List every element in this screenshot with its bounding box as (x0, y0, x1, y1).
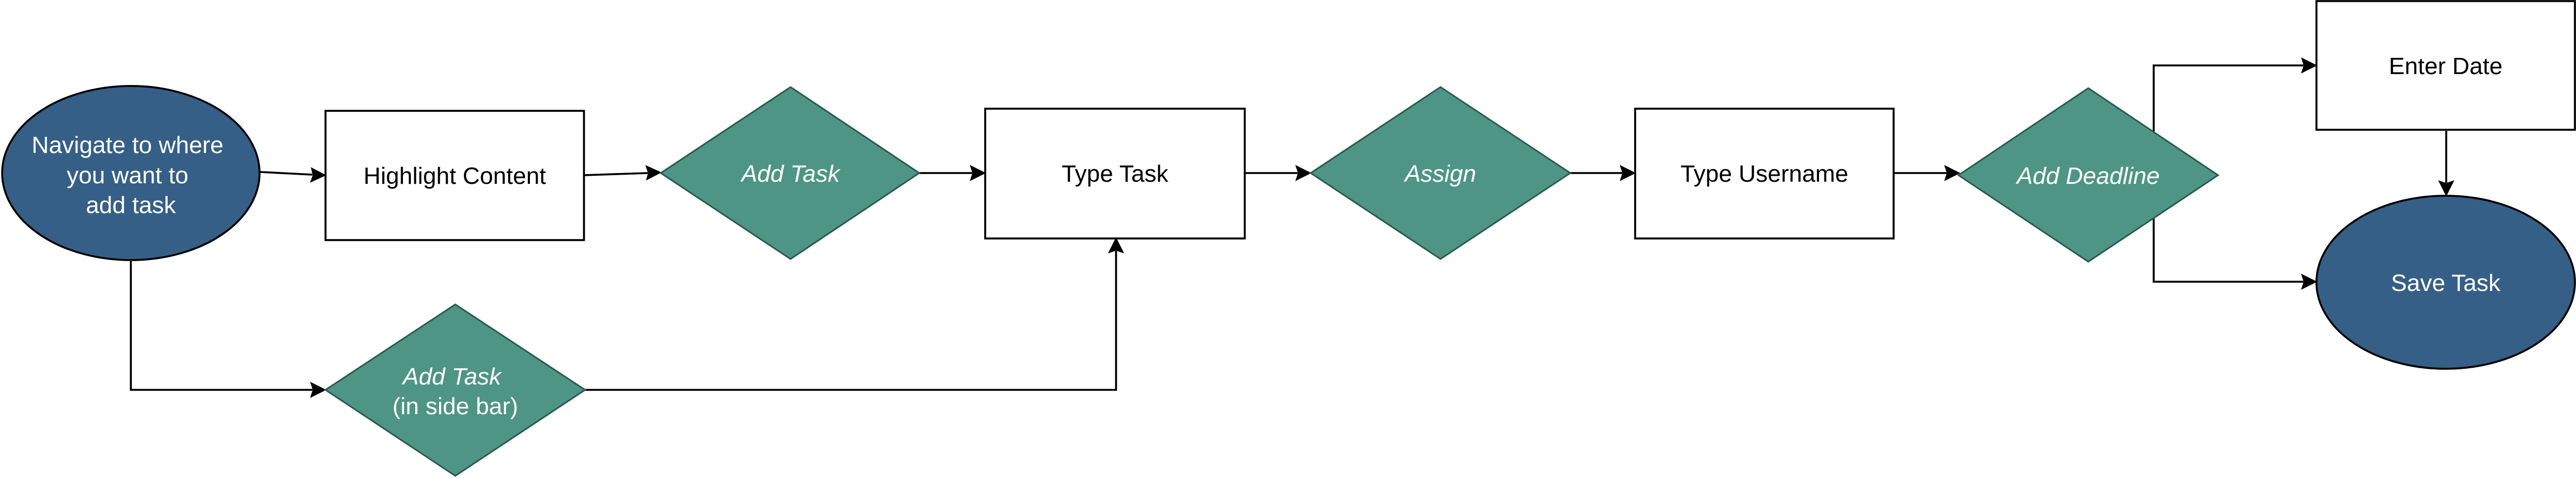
add-task-sidebar-line-1: Add Task (401, 363, 502, 390)
node-enter-date: Enter Date (2315, 0, 2576, 131)
save-task-label: Save Task (2391, 270, 2501, 296)
enter-date-label: Enter Date (2389, 53, 2502, 79)
edge-start-to-highlight (259, 171, 313, 176)
node-type-task: Type Task (984, 108, 1246, 240)
save-task-ellipse (2315, 195, 2576, 370)
start-label: Navigate to where you want to add task (32, 132, 230, 218)
arrowhead-add-deadline-to-enter-date (2301, 57, 2318, 74)
start-label-line-3: add task (86, 192, 176, 218)
start-ellipse (1, 85, 261, 261)
arrowhead-highlight-to-add-task (645, 165, 662, 181)
assign-diamond (1309, 86, 1572, 260)
start-label-line-1: Navigate to where (32, 132, 224, 158)
add-task-diamond (659, 86, 921, 260)
add-task-sidebar-line-2: (in side bar) (393, 393, 518, 420)
add-task-sidebar-label: Add Task (in side bar) (393, 363, 518, 420)
enter-date-box (2315, 0, 2576, 131)
node-type-username: Type Username (1634, 108, 1895, 240)
arrowhead-type-task-to-assign (1295, 165, 1312, 181)
highlight-content-box (324, 110, 585, 241)
add-deadline-diamond (1957, 87, 2220, 263)
node-highlight-content: Highlight Content (324, 110, 585, 241)
type-task-label: Type Task (1061, 161, 1169, 187)
arrowhead-add-task-to-type-task (970, 165, 986, 181)
add-task-label: Add Task (740, 161, 841, 187)
assign-label: Assign (1403, 161, 1476, 187)
node-assign: Assign (1309, 86, 1572, 260)
node-add-task: Add Task (659, 86, 921, 260)
arrowhead-enter-date-to-save-task (2438, 180, 2454, 197)
start-label-line-2: you want to (67, 162, 188, 189)
type-username-box (1634, 108, 1895, 240)
add-task-sidebar-diamond (324, 303, 587, 477)
edge-add-task-sidebar-to-type-task (585, 251, 1117, 391)
arrowhead-start-to-add-task-sidebar (310, 382, 327, 398)
node-save-task: Save Task (2315, 195, 2576, 370)
node-start: Navigate to where you want to add task (1, 85, 261, 261)
edge-add-deadline-to-save-task (2153, 217, 2303, 283)
type-username-label: Type Username (1681, 161, 1849, 187)
add-deadline-label: Add Deadline (2015, 163, 2160, 189)
arrowhead-type-username-to-add-deadline (1944, 165, 1961, 181)
edges (130, 57, 2454, 398)
arrowhead-add-task-sidebar-to-type-task (1108, 237, 1124, 254)
arrowhead-add-deadline-to-save-task (2301, 274, 2318, 290)
arrowhead-assign-to-type-username (1619, 165, 1636, 181)
highlight-content-label: Highlight Content (363, 163, 546, 189)
edge-start-to-add-task-sidebar (130, 261, 313, 391)
edge-add-deadline-to-enter-date (2153, 64, 2303, 131)
edge-highlight-to-add-task (583, 172, 648, 176)
node-add-task-sidebar: Add Task (in side bar) (324, 303, 587, 477)
node-add-deadline: Add Deadline (1957, 87, 2220, 263)
type-task-box (984, 108, 1246, 240)
arrowhead-start-to-highlight (310, 167, 327, 183)
